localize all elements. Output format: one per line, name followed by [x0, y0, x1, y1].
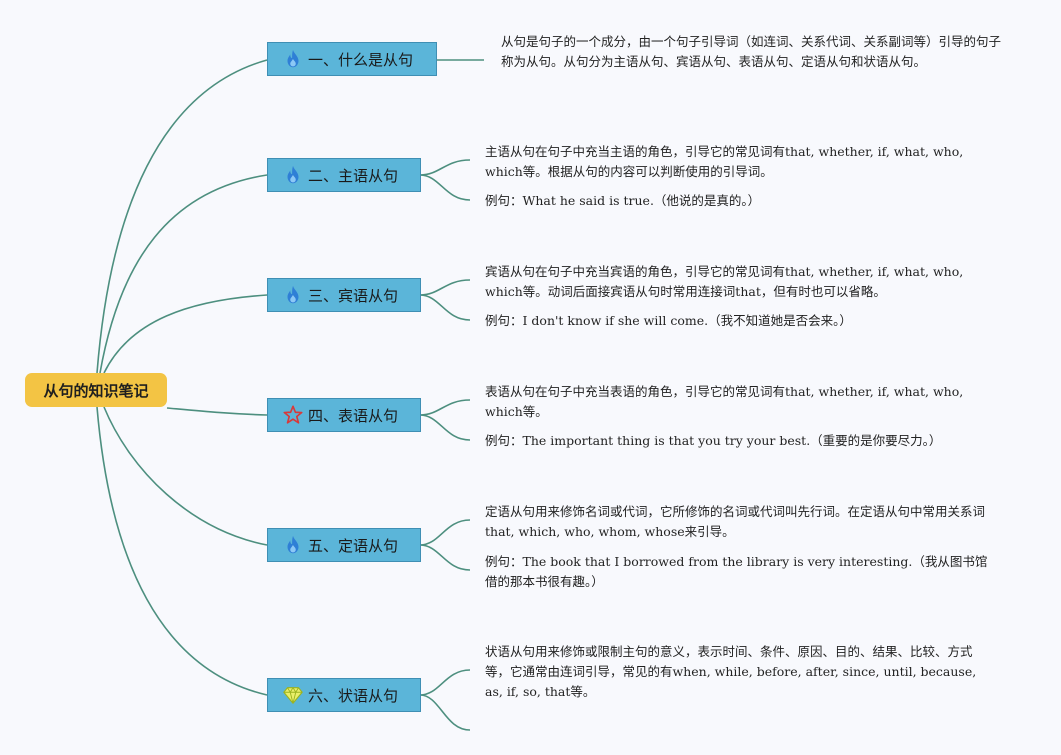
root-link-5 — [103, 406, 268, 546]
topic-node-5[interactable]: 五、定语从句 — [267, 528, 421, 562]
root-link-3 — [103, 294, 268, 374]
note-5-2: 例句：The book that I borrowed from the lib… — [485, 554, 988, 589]
topic6-link-a — [419, 669, 471, 696]
flame-icon — [282, 48, 304, 70]
topic-node-1[interactable]: 一、什么是从句 — [267, 42, 437, 76]
topic-label-5: 五、定语从句 — [308, 536, 399, 555]
topic2-link-b — [419, 174, 471, 201]
flame-icon — [282, 284, 304, 306]
topic-label-2: 二、主语从句 — [308, 166, 399, 185]
note-1-1: 从句是句子的一个成分，由一个句子引导词（如连词、关系代词、关系副词等）引导的句子… — [501, 34, 1002, 69]
topic4-link-a — [419, 399, 471, 416]
topic3-link-a — [419, 279, 471, 296]
root-label: 从句的知识笔记 — [43, 381, 149, 400]
topic5-link-b — [419, 544, 471, 571]
topic-label-1: 一、什么是从句 — [308, 50, 414, 69]
topic-node-2[interactable]: 二、主语从句 — [267, 158, 421, 192]
topic-node-6[interactable]: 六、状语从句 — [267, 678, 421, 712]
topic3-link-b — [419, 294, 471, 321]
note-4-1: 表语从句在句子中充当表语的角色，引导它的常见词有that, whether, i… — [485, 384, 964, 419]
topic5-link-a — [419, 519, 471, 546]
root-link-6 — [96, 406, 268, 696]
root-link-1 — [96, 59, 268, 374]
note-2-1: 主语从句在句子中充当主语的角色，引导它的常见词有that, whether, i… — [485, 144, 964, 179]
star-icon — [282, 404, 304, 426]
topic-node-4[interactable]: 四、表语从句 — [267, 398, 421, 432]
topic-node-3[interactable]: 三、宾语从句 — [267, 278, 421, 312]
note-5-1: 定语从句用来修饰名词或代词，它所修饰的名词或代词叫先行词。在定语从句中常用关系词… — [485, 504, 986, 539]
note-3-2: 例句：I don't know if she will come.（我不知道她是… — [485, 313, 852, 328]
topic-label-4: 四、表语从句 — [308, 406, 399, 425]
note-6-1: 状语从句用来修饰或限制主句的意义，表示时间、条件、原因、目的、结果、比较、方式等… — [485, 644, 977, 699]
root-node[interactable]: 从句的知识笔记 — [25, 373, 167, 407]
root-link-4 — [166, 407, 268, 416]
note-3-1: 宾语从句在句子中充当宾语的角色，引导它的常见词有that, whether, i… — [485, 264, 964, 299]
topic6-link-b — [419, 694, 471, 731]
topic-label-6: 六、状语从句 — [308, 686, 399, 705]
note-4-2: 例句：The important thing is that you try y… — [485, 433, 942, 448]
gem-icon — [282, 684, 304, 706]
note-2-2: 例句：What he said is true.（他说的是真的。） — [485, 193, 761, 208]
root-link-2 — [99, 174, 268, 374]
flame-icon — [282, 534, 304, 556]
flame-icon — [282, 164, 304, 186]
topic-label-3: 三、宾语从句 — [308, 286, 399, 305]
topic4-link-b — [419, 414, 471, 441]
topic2-link-a — [419, 159, 471, 176]
